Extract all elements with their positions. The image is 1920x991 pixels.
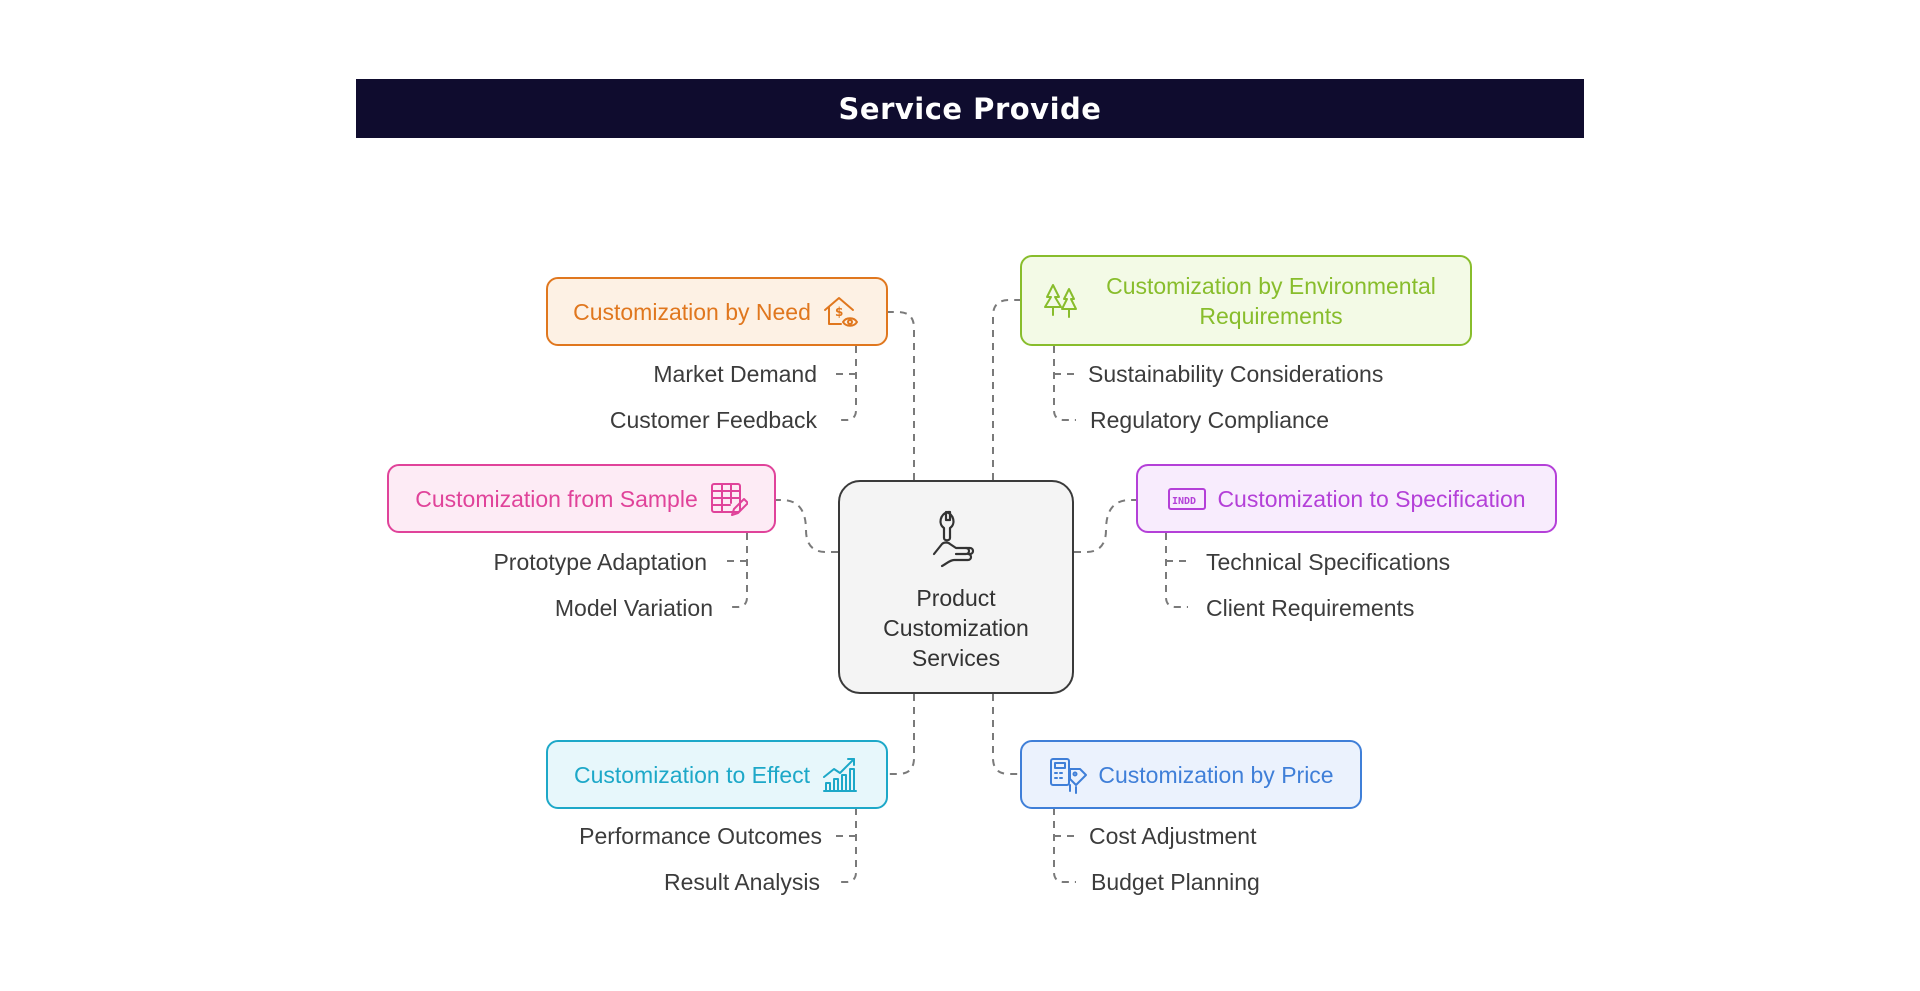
sub-market-demand: Market Demand bbox=[653, 361, 817, 387]
topic-customization-by-need: Customization by Need $ bbox=[546, 277, 888, 346]
center-node: Product Customization Services bbox=[838, 480, 1074, 694]
sub-prototype-adaptation: Prototype Adaptation bbox=[493, 549, 707, 575]
topic-label: Customization to Specification bbox=[1217, 485, 1526, 512]
growth-chart-icon bbox=[823, 757, 858, 792]
topic-customization-by-price: Customization by Price bbox=[1020, 740, 1362, 809]
sub-sustainability-considerations: Sustainability Considerations bbox=[1088, 361, 1384, 387]
sub-technical-specifications: Technical Specifications bbox=[1206, 549, 1451, 575]
connector-specification bbox=[1074, 499, 1136, 553]
topic-label: Customization by Price bbox=[1098, 761, 1334, 788]
center-label: Product Customization Services bbox=[883, 585, 1029, 671]
wrench-hand-icon bbox=[840, 508, 1072, 577]
topic-customization-to-specification: INDD Customization to Specification bbox=[1136, 464, 1557, 533]
topic-customization-by-environmental-requirements: Customization by Environmental Requireme… bbox=[1020, 255, 1472, 346]
connector-need bbox=[888, 311, 915, 480]
table-edit-icon bbox=[710, 482, 748, 516]
diagram-title: Service Provide bbox=[356, 79, 1584, 138]
svg-text:$: $ bbox=[835, 305, 843, 319]
sub-regulatory-compliance: Regulatory Compliance bbox=[1090, 407, 1330, 433]
topic-label: Customization by Environmental Requireme… bbox=[1106, 272, 1436, 329]
sub-budget-planning: Budget Planning bbox=[1091, 869, 1260, 895]
sub-result-analysis: Result Analysis bbox=[664, 869, 820, 895]
house-dollar-eye-icon: $ bbox=[823, 296, 858, 327]
topic-label: Customization from Sample bbox=[415, 485, 698, 512]
connector-sample bbox=[776, 499, 838, 553]
topic-customization-from-sample: Customization from Sample bbox=[387, 464, 776, 533]
connector-effect bbox=[888, 694, 915, 775]
connector-price bbox=[992, 694, 1020, 775]
topic-label: Customization by Need bbox=[573, 298, 811, 325]
svg-text:INDD: INDD bbox=[1172, 496, 1196, 507]
indd-file-icon: INDD bbox=[1168, 487, 1207, 510]
topic-customization-to-effect: Customization to Effect bbox=[546, 740, 888, 809]
sub-performance-outcomes: Performance Outcomes bbox=[579, 823, 822, 849]
sub-cost-adjustment: Cost Adjustment bbox=[1089, 823, 1257, 849]
sub-model-variation: Model Variation bbox=[554, 595, 713, 621]
sub-customer-feedback: Customer Feedback bbox=[609, 407, 817, 433]
price-tag-calculator-icon bbox=[1050, 757, 1088, 794]
sub-client-requirements: Client Requirements bbox=[1206, 595, 1415, 621]
topic-label: Customization to Effect bbox=[573, 761, 811, 788]
connector-environment bbox=[992, 299, 1020, 480]
trees-icon bbox=[1044, 283, 1077, 318]
